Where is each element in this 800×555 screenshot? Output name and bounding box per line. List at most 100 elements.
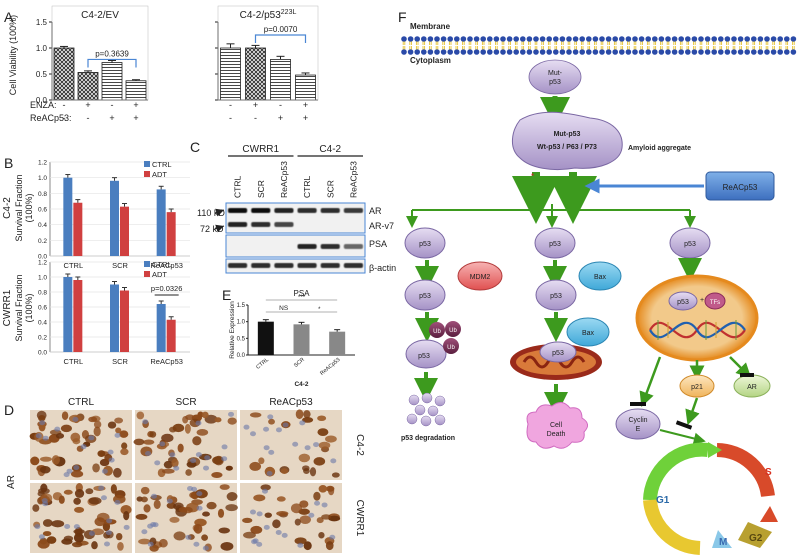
nucleus-stain: [169, 426, 177, 433]
nucleus-stain: [97, 450, 106, 458]
nucleus-stain: [183, 506, 193, 514]
nucleus-counterstain: [256, 541, 263, 547]
condition-sign: +: [109, 113, 114, 123]
nucleus-stain: [30, 456, 40, 466]
condition-sign: +: [133, 100, 138, 110]
row-label: C4-2: [354, 434, 365, 456]
y-tick-label: 0.0: [38, 350, 47, 357]
x-tick-label: SCR: [112, 357, 128, 366]
group-label-c42: C4-2: [319, 144, 341, 155]
lipid-head: [559, 36, 566, 42]
lane-label: CTRL: [302, 176, 312, 198]
nucleus-stain: [193, 523, 203, 534]
chart-title: C4-2/EV: [81, 10, 119, 21]
nucleus-counterstain: [268, 449, 275, 455]
band-actin: [228, 263, 248, 268]
arrow-to-ar: [729, 356, 752, 379]
lipid-head: [506, 49, 513, 55]
bar: [63, 277, 73, 352]
nucleus-stain: [313, 457, 326, 466]
panel-b-row-label-cwrr1: CWRR1: [2, 289, 13, 326]
nucleus-counterstain: [147, 541, 154, 547]
lipid-head: [632, 49, 638, 55]
mut-p53-line1: Mut-: [548, 70, 563, 77]
nucleus-counterstain: [154, 460, 161, 466]
y-tick-label: 0.6: [38, 207, 47, 214]
nucleus-counterstain: [42, 501, 49, 507]
nucleus-counterstain: [297, 542, 304, 548]
lipid-head: [724, 36, 731, 42]
p53-left-1-label: p53: [419, 241, 431, 248]
nucleus-stain: [58, 495, 65, 504]
nucleus-counterstain: [308, 512, 315, 518]
y-tick-label: 0.2: [38, 335, 47, 342]
condition-sign: +: [133, 113, 138, 123]
amyloid-aggregate-shape: [512, 111, 623, 171]
nucleus-stain: [303, 410, 311, 419]
nucleus-counterstain: [88, 530, 95, 536]
x-tick-label: CTRL: [64, 357, 84, 366]
nucleus-stain: [318, 485, 328, 493]
nucleus-counterstain: [221, 444, 228, 450]
lipid-head: [520, 49, 526, 55]
nucleus-stain: [260, 484, 271, 491]
nucleus-counterstain: [159, 441, 166, 447]
nucleus-stain: [272, 519, 281, 529]
legend-swatch: [144, 261, 150, 267]
column-label: ReACp53: [269, 397, 313, 408]
nucleus-stain: [276, 496, 286, 502]
tfs-label: TFs: [710, 300, 720, 306]
y-tick-label: 1.0: [36, 44, 48, 53]
lipid-head: [506, 36, 513, 42]
band-label: PSA: [369, 239, 387, 249]
lipid-head: [751, 36, 757, 42]
lipid-head: [533, 36, 539, 42]
band-label: AR-v7: [369, 221, 394, 231]
marker-arrow: [214, 208, 225, 217]
lipid-head: [605, 49, 612, 55]
lipid-head: [487, 36, 493, 42]
nucleus-ellipse: [635, 274, 759, 362]
legend-swatch: [144, 171, 150, 177]
x-tick-label: ReACp53: [150, 261, 183, 270]
nucleus-stain: [214, 417, 222, 423]
nucleus-stain: [201, 411, 209, 419]
band-actin: [320, 263, 340, 268]
band-ar-v7: [251, 222, 271, 227]
lipid-head: [658, 36, 665, 42]
nucleus-stain: [73, 529, 85, 535]
lipid-head: [533, 49, 539, 55]
nucleus-stain: [192, 436, 202, 446]
band-actin: [343, 263, 363, 268]
ihc-left-label: AR: [6, 475, 17, 489]
chart-title-sup: 223L: [281, 9, 297, 16]
legend-label: ADT: [152, 270, 167, 279]
nucleus-stain: [133, 438, 145, 446]
x-tick-label: CTRL: [255, 357, 270, 371]
nucleus-stain: [39, 465, 51, 474]
panel-label-c: C: [190, 139, 200, 155]
nucleus-counterstain: [221, 456, 228, 462]
nucleus-stain: [136, 411, 145, 420]
nucleus-stain: [123, 511, 130, 521]
nucleus-stain: [73, 532, 84, 543]
nucleus-stain: [302, 465, 310, 472]
x-tick-label: SCR: [112, 261, 128, 270]
nucleus-stain: [115, 427, 122, 434]
lipid-head: [401, 49, 407, 55]
nucleus-stain: [185, 469, 192, 476]
cyclin-line2: E: [636, 426, 641, 433]
nucleus-counterstain: [196, 505, 203, 511]
bar: [293, 324, 310, 355]
nucleus-counterstain: [256, 511, 263, 517]
nucleus-counterstain: [35, 433, 42, 439]
bar: [329, 331, 346, 355]
red-asterisk: *: [531, 172, 534, 181]
lipid-head: [586, 36, 592, 42]
nucleus-stain: [161, 468, 175, 474]
nucleus-stain: [227, 417, 237, 425]
lipid-head: [645, 49, 651, 55]
